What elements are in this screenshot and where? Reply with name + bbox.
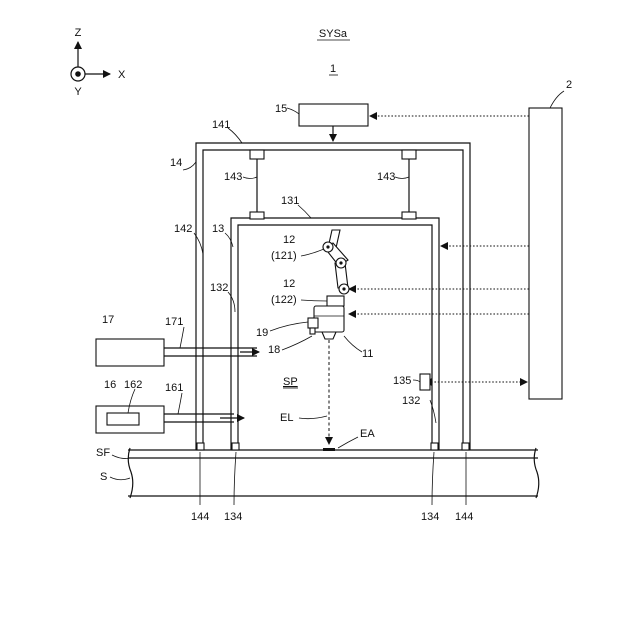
label-12-lower: 12 <box>283 278 295 290</box>
floor-left-break <box>128 448 133 498</box>
leader-EA <box>338 437 358 448</box>
leader-131 <box>298 205 311 218</box>
leader-135 <box>413 380 420 382</box>
label-121: (121) <box>271 250 297 262</box>
sensor-135 <box>420 374 430 390</box>
inner-left-foot <box>232 443 239 450</box>
unit-162-box <box>107 413 139 425</box>
label-141: 141 <box>212 119 230 131</box>
leader-19 <box>270 322 308 331</box>
leader-2 <box>550 91 564 108</box>
label-SP: SP <box>283 376 298 388</box>
head-side-unit <box>308 318 318 328</box>
label-122: (122) <box>271 294 297 306</box>
head-nozzle <box>322 332 336 339</box>
leader-S <box>110 477 130 480</box>
energy-area <box>323 448 335 451</box>
label-144-right: 144 <box>455 511 473 523</box>
label-13: 13 <box>212 223 224 235</box>
label-135: 135 <box>393 375 411 387</box>
label-EA: EA <box>360 428 375 440</box>
hanger-left-top <box>250 150 264 159</box>
system-title: SYSa <box>319 28 348 40</box>
label-19: 19 <box>256 327 268 339</box>
floor-right-break <box>534 448 539 498</box>
leader-SF <box>112 455 130 459</box>
arm-joint-3-center <box>342 287 345 290</box>
leader-143a <box>243 177 257 179</box>
arm-joint-1-center <box>326 245 329 248</box>
leader-134b <box>432 452 434 505</box>
label-142: 142 <box>174 223 192 235</box>
label-171: 171 <box>165 316 183 328</box>
hanger-left-bottom <box>250 212 264 219</box>
label-11: 11 <box>362 348 373 360</box>
leader-171 <box>180 327 184 348</box>
leader-11 <box>344 336 362 352</box>
label-132-left: 132 <box>210 282 228 294</box>
leader-142 <box>194 233 203 254</box>
label-2: 2 <box>566 79 572 91</box>
label-S: S <box>100 471 107 483</box>
coordinate-axes: Z X Y <box>71 27 126 98</box>
label-134-right: 134 <box>421 511 439 523</box>
leader-143b <box>395 177 409 179</box>
robot-arm <box>323 230 349 306</box>
leader-18 <box>282 336 312 350</box>
control-unit-box <box>529 108 562 399</box>
leader-134a <box>234 452 236 505</box>
processing-head <box>308 306 344 339</box>
outer-right-foot <box>462 443 469 450</box>
label-EL: EL <box>280 412 293 424</box>
leader-14 <box>183 162 196 170</box>
label-SF: SF <box>96 447 110 459</box>
unit-17-box <box>96 339 164 366</box>
label-143-right: 143 <box>377 171 395 183</box>
leader-EL <box>299 416 327 419</box>
arm-wrist <box>327 296 344 306</box>
z-axis-label: Z <box>75 27 82 39</box>
label-16: 16 <box>104 379 116 391</box>
y-axis-dot <box>75 71 81 77</box>
label-134-left: 134 <box>224 511 242 523</box>
leader-122 <box>301 300 327 301</box>
label-144-left: 144 <box>191 511 209 523</box>
y-axis-label: Y <box>74 86 82 98</box>
outer-left-foot <box>197 443 204 450</box>
label-12-upper: 12 <box>283 234 295 246</box>
hanger-right-bottom <box>402 212 416 219</box>
label-132-right: 132 <box>402 395 420 407</box>
arm-joint-2-center <box>339 261 342 264</box>
leader-132b <box>430 400 436 423</box>
device-15-box <box>299 104 368 126</box>
x-axis-label: X <box>118 69 126 81</box>
label-18: 18 <box>268 344 280 356</box>
inner-right-foot <box>431 443 438 450</box>
label-161: 161 <box>165 382 183 394</box>
leader-161 <box>178 393 182 414</box>
label-17: 17 <box>102 314 114 326</box>
label-131: 131 <box>281 195 299 207</box>
label-15: 15 <box>275 103 287 115</box>
label-143-left: 143 <box>224 171 242 183</box>
leader-13 <box>225 233 233 247</box>
hanger-right-top <box>402 150 416 159</box>
leader-15 <box>287 108 299 114</box>
label-162: 162 <box>124 379 142 391</box>
head-side-tip <box>310 328 315 334</box>
label-14: 14 <box>170 157 182 169</box>
leader-121 <box>301 249 324 256</box>
system-number: 1 <box>330 63 336 75</box>
